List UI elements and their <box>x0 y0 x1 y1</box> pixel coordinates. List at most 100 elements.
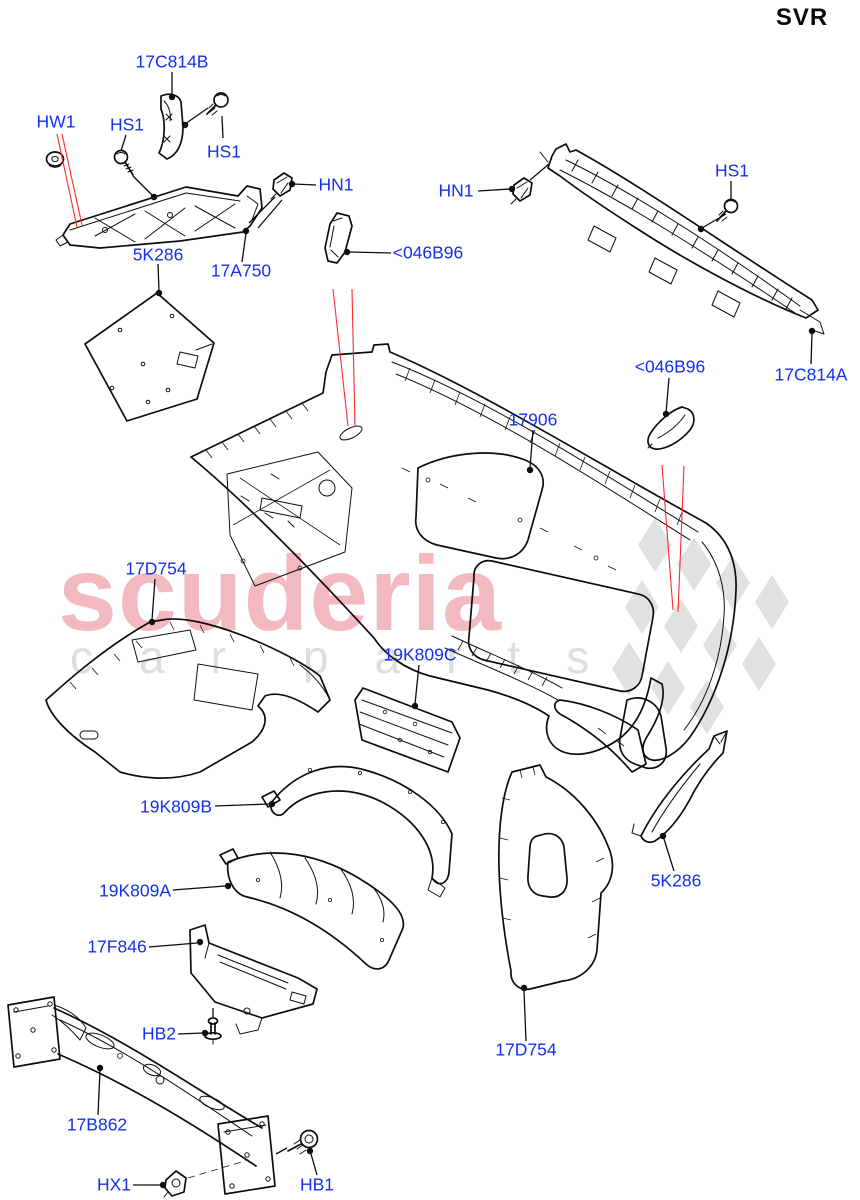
part-label-l-hn1-a[interactable]: HN1 <box>318 174 354 195</box>
part-label-l-17c814a[interactable]: 17C814A <box>774 364 848 385</box>
part-label-l-hb2[interactable]: HB2 <box>141 1023 177 1044</box>
part-17c814a-closing-panel <box>540 144 824 334</box>
leader-dot <box>697 225 705 233</box>
part-label-l-046b96-a[interactable]: <046B96 <box>392 242 464 263</box>
part-label-l-hx1[interactable]: HX1 <box>96 1174 132 1195</box>
leader-line <box>222 116 223 138</box>
leader-line <box>530 430 533 468</box>
flag-diamond <box>651 661 685 715</box>
part-17f846-support-bracket <box>190 925 317 1034</box>
part-label-l-5k286-b[interactable]: 5K286 <box>650 870 702 891</box>
red-leader-line <box>62 134 82 225</box>
flag-diamond <box>612 642 646 696</box>
leader-line <box>478 189 510 191</box>
part-17a750-bracket-panel <box>56 186 262 248</box>
red-leader-line <box>352 289 355 427</box>
leader-dot <box>201 1029 209 1037</box>
part-5k286-right-bracket <box>632 731 727 842</box>
flag-diamond <box>755 575 789 629</box>
red-leader-line <box>333 289 348 426</box>
leader-line <box>415 665 419 704</box>
hs1-screw-icon-top <box>207 93 228 115</box>
part-label-l-17d754-b[interactable]: 17D754 <box>495 1039 557 1060</box>
part-label-l-hw1[interactable]: HW1 <box>36 111 76 132</box>
leader-dot <box>168 93 176 101</box>
leader-dot <box>508 185 516 193</box>
leader-dot <box>411 702 419 710</box>
leader-dot <box>150 193 158 201</box>
part-17c814b-bracket <box>159 94 183 159</box>
part-label-l-hs1-a[interactable]: HS1 <box>109 114 145 135</box>
part-label-l-hs1-b[interactable]: HS1 <box>206 141 242 162</box>
part-label-l-hn1-b[interactable]: HN1 <box>438 180 474 201</box>
red-leader-lines <box>57 134 684 612</box>
leader-line <box>530 164 549 180</box>
leader-line <box>158 264 159 291</box>
leader-line <box>664 839 674 871</box>
hs1-screw-icon-left <box>115 151 134 176</box>
hn1-clip-icon-left <box>271 173 292 199</box>
flag-diamond <box>638 518 672 572</box>
leader-line <box>666 378 669 413</box>
leader-line <box>249 197 275 223</box>
leader-dot <box>520 984 528 992</box>
hw1-washer-icon <box>47 152 64 167</box>
flag-diamond <box>742 637 776 691</box>
part-5k286-left-shield <box>85 293 214 421</box>
leader-line <box>276 1148 287 1154</box>
leader-dot <box>268 800 276 808</box>
part-label-l-17a750[interactable]: 17A750 <box>210 260 272 281</box>
leader-line <box>258 200 282 228</box>
leader-line <box>149 943 197 947</box>
part-label-l-17f846[interactable]: 17F846 <box>87 936 147 957</box>
part-17d754-left-valance <box>46 619 330 778</box>
part-label-l-046b96-b[interactable]: <046B96 <box>634 356 706 377</box>
leader-line <box>311 1154 317 1175</box>
leader-dot <box>196 938 204 946</box>
part-046b96-vent-upper <box>325 213 352 263</box>
leader-line <box>152 579 155 620</box>
red-leader-line <box>678 466 684 612</box>
hx1-clip-nut-icon <box>164 1160 248 1197</box>
hn1-clip-icon-right <box>511 178 532 204</box>
leader-line <box>242 233 246 262</box>
leader-dot <box>662 410 670 418</box>
leader-line <box>173 886 225 890</box>
leader-line <box>702 214 726 228</box>
part-label-l-17b862[interactable]: 17B862 <box>66 1114 128 1135</box>
part-label-l-5k286-a[interactable]: 5K286 <box>132 244 184 265</box>
part-label-l-19k809c[interactable]: 19K809C <box>383 644 457 665</box>
checkered-flag-watermark <box>612 518 789 734</box>
flag-diamond <box>664 599 698 653</box>
leader-dot <box>659 832 667 840</box>
part-label-l-17c814b[interactable]: 17C814B <box>135 51 209 72</box>
red-leader-line <box>57 134 77 227</box>
leader-line <box>215 804 269 806</box>
part-19k809c-deflector-plate <box>355 688 460 772</box>
part-label-l-17d754-a[interactable]: 17D754 <box>125 558 187 579</box>
leader-line <box>293 184 316 185</box>
leader-line <box>98 1070 100 1115</box>
flag-diamond <box>716 556 750 610</box>
part-19k809a-skid-plate <box>220 849 403 969</box>
part-label-l-hs1-c[interactable]: HS1 <box>714 160 750 181</box>
leader-dot <box>526 466 534 474</box>
leader-line <box>349 252 391 253</box>
leader-dot <box>148 618 156 626</box>
leader-line <box>133 176 153 196</box>
part-label-l-hb1[interactable]: HB1 <box>299 1174 335 1195</box>
part-label-l-19k809b[interactable]: 19K809B <box>139 796 213 817</box>
leader-dot <box>159 1181 167 1189</box>
hb1-bolt-icon <box>288 1131 318 1155</box>
part-17906-bumper-cover <box>191 344 736 772</box>
leader-line <box>121 135 126 151</box>
leader-dot <box>155 289 163 297</box>
leader-dots <box>96 93 816 1189</box>
flag-diamond <box>625 580 659 634</box>
leader-line <box>811 333 812 364</box>
part-label-l-19k809a[interactable]: 19K809A <box>98 880 172 901</box>
part-label-l-17906[interactable]: 17906 <box>508 409 558 430</box>
